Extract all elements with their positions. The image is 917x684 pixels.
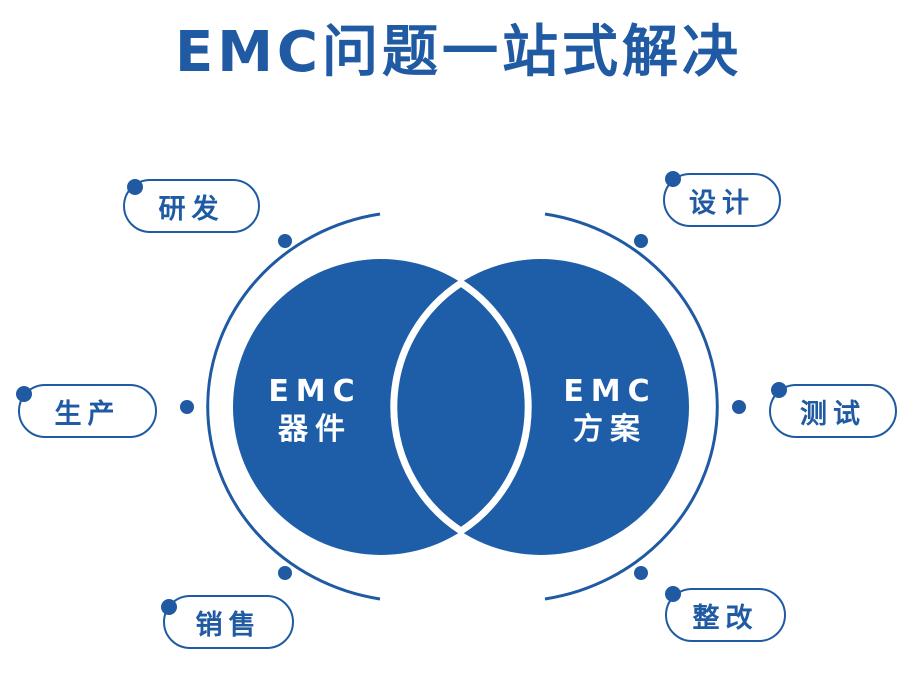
- outer-arc-left: [206, 212, 381, 601]
- arc-dot: [278, 566, 292, 580]
- arc-dot: [634, 234, 648, 248]
- pill-dot: [771, 382, 787, 398]
- item-pill-design: 设计: [663, 171, 781, 227]
- arc-dot: [634, 566, 648, 580]
- pill-dot: [161, 599, 177, 615]
- item-label: 生产: [54, 398, 121, 430]
- left-circle-label: EMC 器件: [255, 373, 375, 449]
- right-circle-line2: 方案: [573, 412, 647, 447]
- item-pill-rectify: 整改: [665, 586, 786, 642]
- arc-dot: [180, 400, 194, 414]
- item-pill-production: 生产: [16, 384, 157, 438]
- item-pill-sales: 销售: [161, 595, 294, 649]
- outer-arc-right: [544, 212, 719, 601]
- pill-dot: [16, 386, 32, 402]
- left-circle-line2: 器件: [278, 412, 352, 447]
- right-circle-line1: EMC: [563, 374, 657, 409]
- arc-dot: [278, 234, 292, 248]
- arc-dot: [732, 400, 746, 414]
- item-label: 研发: [158, 193, 225, 225]
- item-label: 整改: [692, 602, 759, 634]
- pill-dot: [665, 586, 681, 602]
- item-pill-testing: 测试: [769, 382, 897, 438]
- left-circle-line1: EMC: [268, 374, 362, 409]
- item-pill-rd: 研发: [123, 179, 260, 233]
- item-label: 设计: [689, 187, 755, 219]
- page-title: EMC问题一站式解决: [174, 20, 743, 85]
- pill-dot: [665, 171, 681, 187]
- item-label: 销售: [195, 609, 262, 641]
- item-label: 测试: [800, 398, 866, 430]
- intersection-outline: [390, 278, 532, 536]
- pill-dot: [127, 179, 143, 195]
- right-circle-label: EMC 方案: [550, 373, 670, 449]
